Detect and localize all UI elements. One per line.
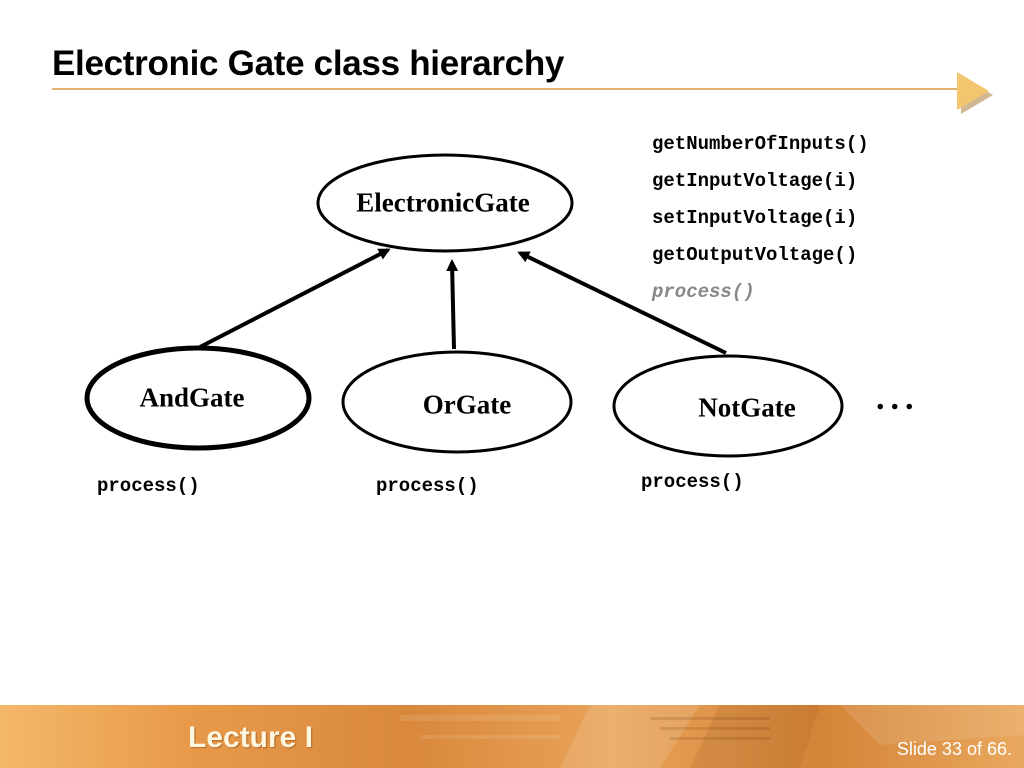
method-get-input-voltage: getInputVoltage(i) <box>652 170 858 192</box>
title-divider <box>52 88 962 90</box>
notgate-node <box>612 354 844 458</box>
electronicgate-label: ElectronicGate <box>356 187 530 218</box>
footer-slide-counter: Slide 33 of 66. <box>896 739 1012 759</box>
inheritance-arrow-orgate <box>446 259 459 350</box>
method-get-output-voltage: getOutputVoltage() <box>652 244 858 266</box>
method-get-number-of-inputs: getNumberOfInputs() <box>652 133 869 155</box>
more-subclasses-indicator: ... <box>876 380 920 417</box>
footer-bar: Lecture I Slide 33 of 66. <box>0 705 1024 768</box>
method-process-abstract: process() <box>652 281 755 303</box>
orgate-method-process: process() <box>376 475 479 497</box>
orgate-label: OrGate <box>422 389 512 420</box>
electronicgate-node <box>316 153 574 253</box>
slide-title: Electronic Gate class hierarchy <box>52 44 565 83</box>
orgate-node <box>341 350 573 454</box>
inheritance-arrow-notgate <box>517 251 727 355</box>
andgate-label: AndGate <box>139 382 245 413</box>
footer-texture <box>400 705 1024 768</box>
inheritance-arrow-andgate <box>199 248 391 349</box>
footer-lecture-title: Lecture I <box>188 721 314 754</box>
electronicgate-method-list: getNumberOfInputs() getInputVoltage(i) s… <box>652 131 869 316</box>
andgate-method-process: process() <box>97 475 200 497</box>
method-set-input-voltage: setInputVoltage(i) <box>652 207 858 229</box>
class-hierarchy-diagram <box>84 153 844 458</box>
next-slide-arrow-icon[interactable] <box>955 70 995 114</box>
notgate-label: NotGate <box>698 392 796 423</box>
notgate-method-process: process() <box>641 471 744 493</box>
andgate-node <box>84 345 312 451</box>
